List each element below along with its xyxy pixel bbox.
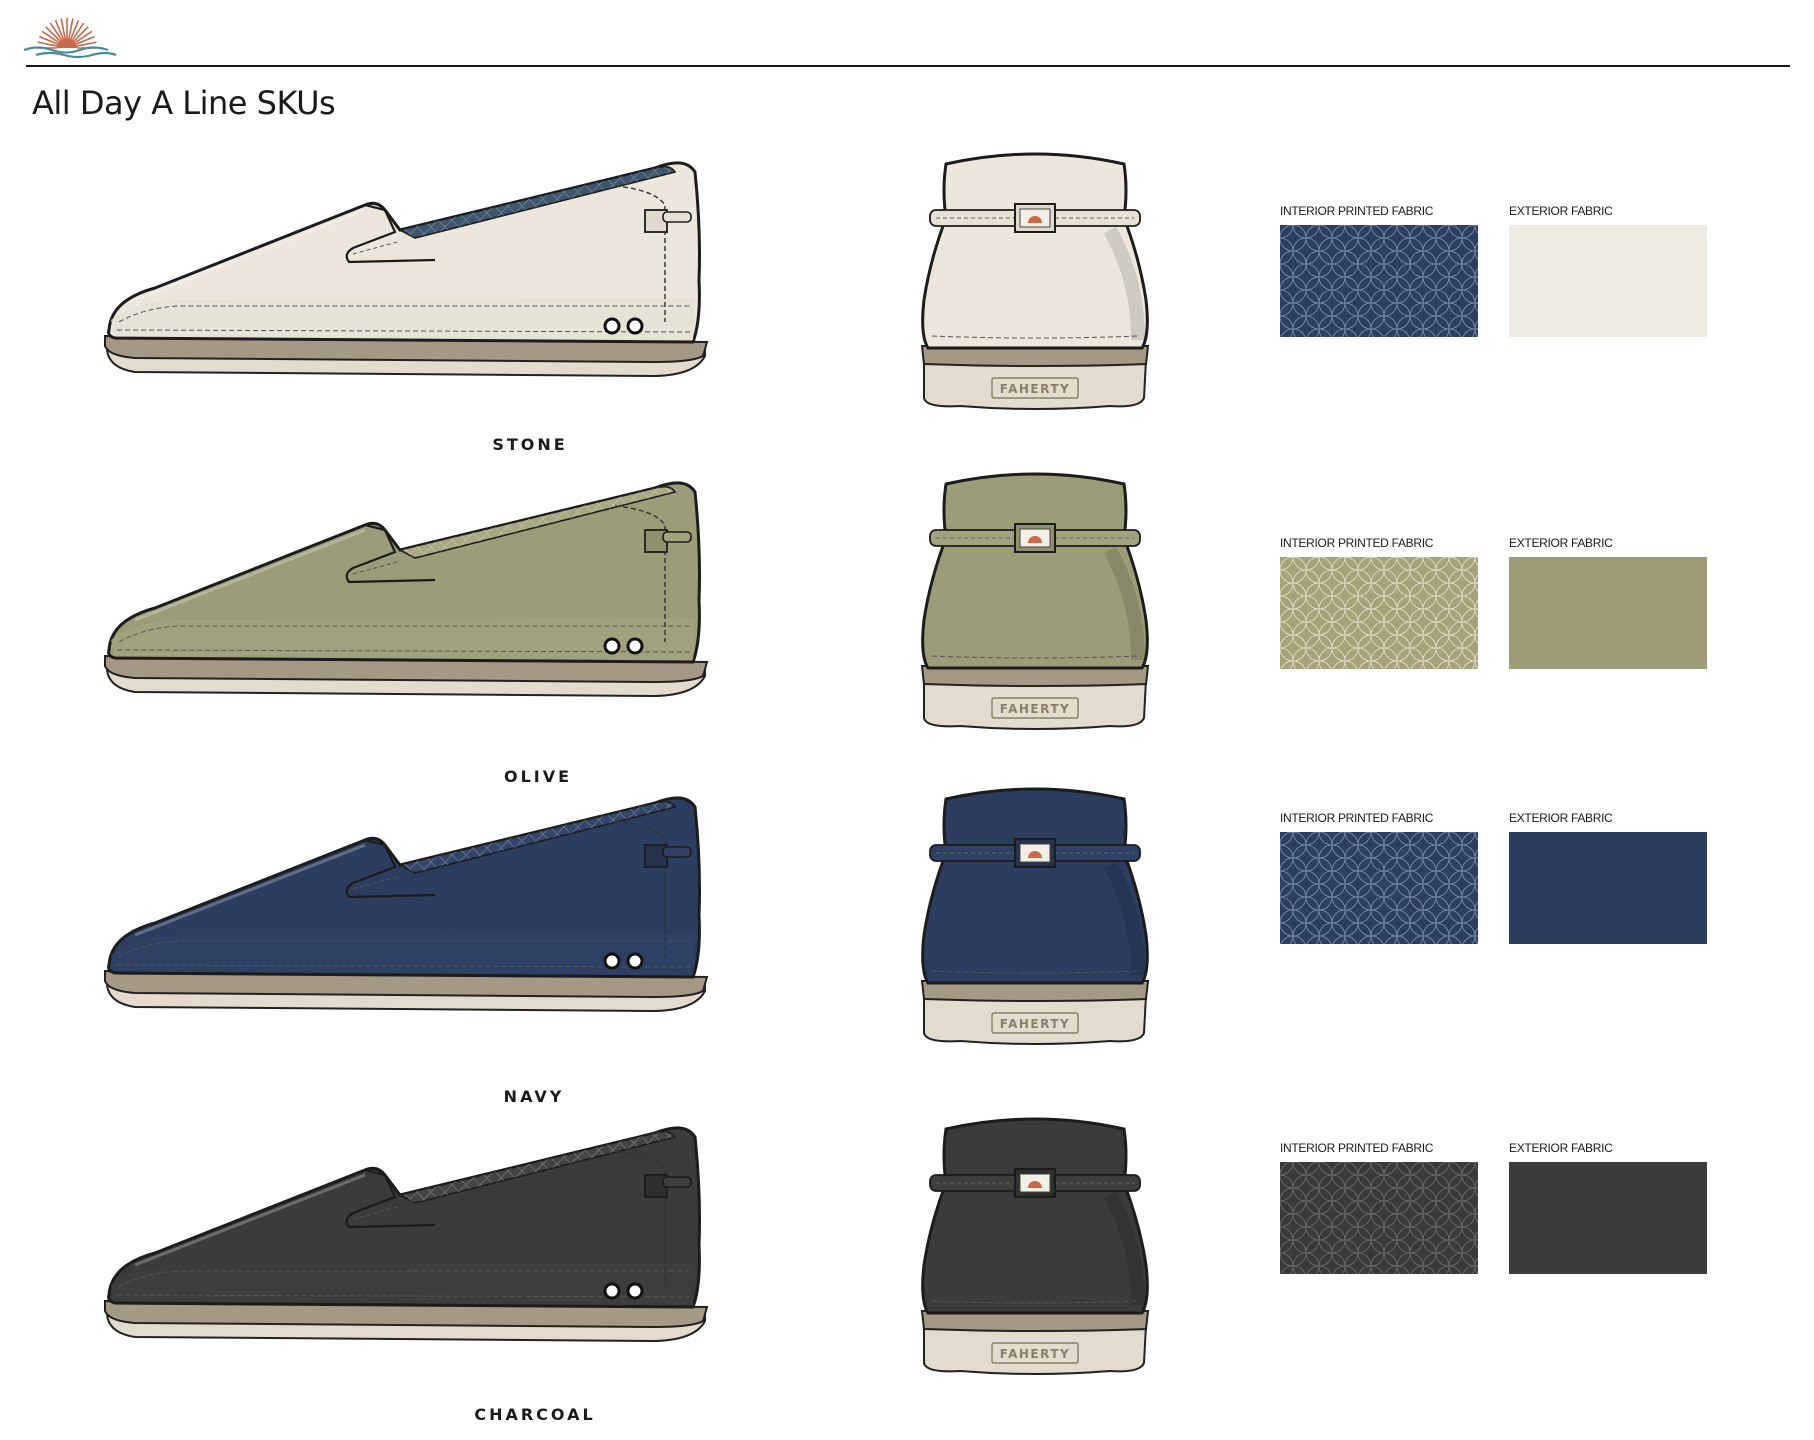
exterior-fabric-label: EXTERIOR FABRIC [1509, 1141, 1613, 1155]
sunburst-icon [37, 18, 97, 49]
interior-fabric-swatch [1280, 1162, 1478, 1274]
side-view-illustration [104, 481, 709, 698]
sole-brand-text: FAHERTY [1000, 1347, 1070, 1361]
sole-brand-text: FAHERTY [1000, 702, 1070, 716]
interior-fabric-label: INTERIOR PRINTED FABRIC [1280, 1141, 1434, 1155]
sku-color-label: NAVY [503, 1087, 565, 1106]
interior-fabric-swatch [1280, 225, 1478, 337]
interior-fabric-swatch [1280, 557, 1478, 669]
interior-fabric-label: INTERIOR PRINTED FABRIC [1280, 204, 1434, 218]
exterior-fabric-label: EXTERIOR FABRIC [1509, 204, 1613, 218]
header-divider [26, 65, 1790, 67]
front-view-illustration: FAHERTY [920, 1117, 1150, 1375]
front-view-illustration: FAHERTY [920, 787, 1150, 1045]
sku-color-label: STONE [492, 435, 568, 454]
interior-fabric-swatch [1280, 832, 1478, 944]
brand-sole-badge: FAHERTY [991, 1342, 1079, 1364]
brand-logo [23, 18, 117, 59]
front-view-illustration: FAHERTY [920, 472, 1150, 730]
brand-sole-badge: FAHERTY [991, 697, 1079, 719]
side-view-illustration [104, 796, 709, 1013]
page-title: All Day A Line SKUs [32, 84, 336, 122]
interior-fabric-label: INTERIOR PRINTED FABRIC [1280, 811, 1434, 825]
side-view-illustration [104, 161, 709, 378]
exterior-fabric-swatch [1509, 225, 1707, 337]
exterior-fabric-swatch [1509, 832, 1707, 944]
interior-fabric-label: INTERIOR PRINTED FABRIC [1280, 536, 1434, 550]
sku-color-label: OLIVE [503, 767, 573, 786]
sku-color-label: CHARCOAL [474, 1405, 596, 1424]
exterior-fabric-label: EXTERIOR FABRIC [1509, 536, 1613, 550]
sole-brand-text: FAHERTY [1000, 382, 1070, 396]
side-view-illustration [104, 1126, 709, 1343]
front-view-illustration: FAHERTY [920, 152, 1150, 410]
sole-brand-text: FAHERTY [1000, 1017, 1070, 1031]
exterior-fabric-label: EXTERIOR FABRIC [1509, 811, 1613, 825]
exterior-fabric-swatch [1509, 557, 1707, 669]
brand-sole-badge: FAHERTY [991, 377, 1079, 399]
exterior-fabric-swatch [1509, 1162, 1707, 1274]
brand-sole-badge: FAHERTY [991, 1012, 1079, 1034]
